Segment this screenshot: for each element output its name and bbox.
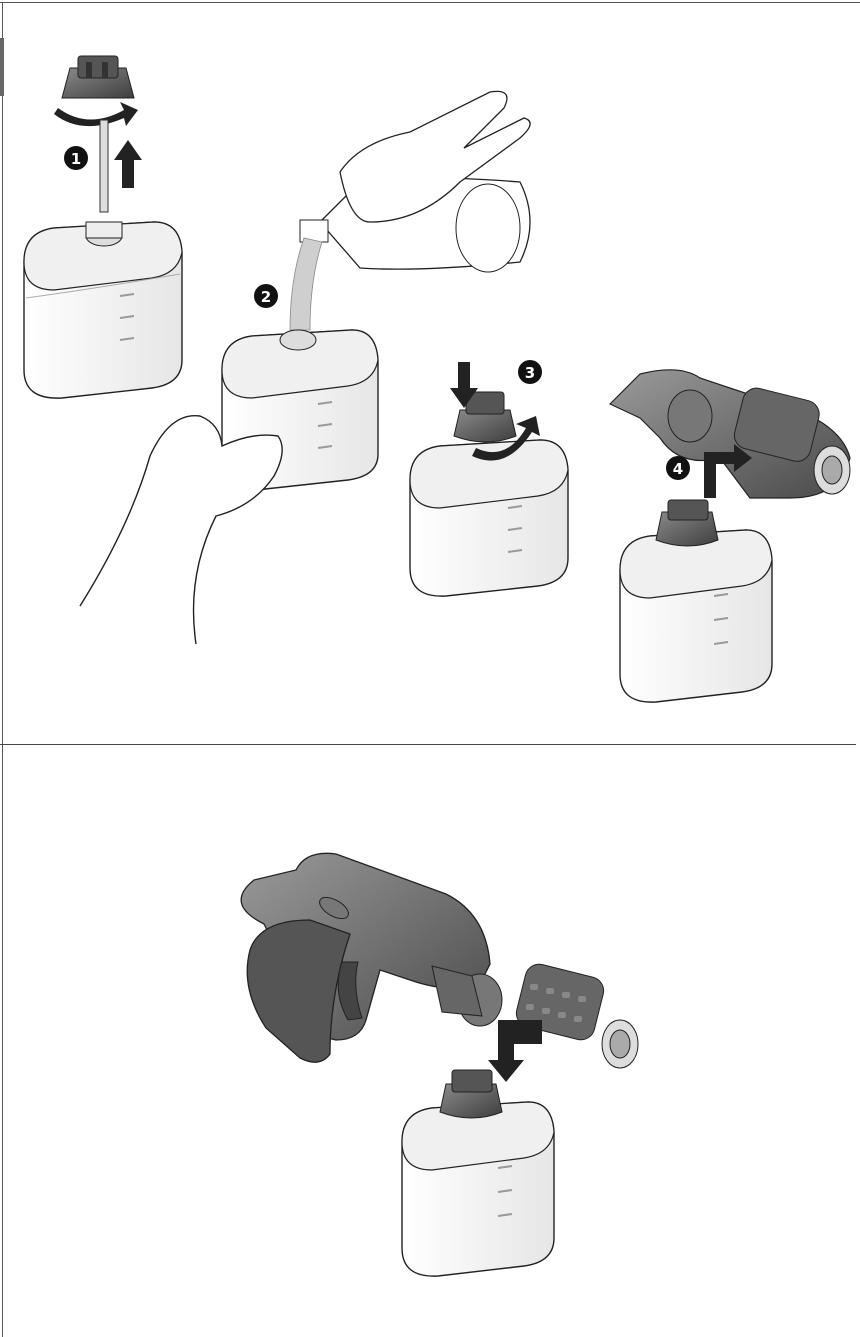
step3-badge — [518, 360, 542, 384]
fluid-tank — [23, 221, 183, 399]
attach-arrow-icon — [704, 444, 752, 498]
nozzle-attachment — [608, 369, 851, 499]
step1-badge — [64, 146, 88, 170]
page-frame-left — [2, 2, 3, 1337]
spray-gun-assembly — [240, 852, 639, 1277]
step3-number: 3 — [525, 364, 535, 382]
arrow-up-icon — [114, 140, 142, 188]
step4-badge — [666, 456, 690, 480]
step4-illustration: 4 — [608, 369, 851, 703]
pouring-bottle — [299, 90, 531, 273]
tank-stem — [99, 119, 109, 213]
page-edge-tab — [0, 38, 4, 96]
insert-arrow-icon — [488, 1010, 542, 1082]
attached-fluid-tank — [401, 1069, 555, 1277]
holding-hand — [79, 415, 283, 645]
removed-cap — [61, 55, 135, 99]
step1-illustration: 1 — [23, 55, 183, 399]
step2-number: 2 — [261, 288, 271, 306]
step2-badge — [254, 284, 278, 308]
closed-fluid-tank — [409, 439, 569, 597]
section-divider — [0, 744, 856, 745]
ready-fluid-tank — [619, 499, 773, 703]
step4-number: 4 — [673, 460, 683, 478]
nozzle-grip-ribs — [526, 984, 586, 1022]
step1-number: 1 — [71, 150, 81, 168]
step2-illustration: 2 — [79, 90, 531, 645]
rotate-cap-arrow-icon — [472, 416, 540, 461]
arrow-down-icon — [450, 362, 478, 408]
trigger — [337, 961, 363, 1021]
spray-gun-grip — [246, 919, 351, 1063]
rotate-arrow-icon — [54, 102, 138, 127]
page-frame-top — [0, 2, 860, 3]
step3-illustration: 3 — [409, 360, 569, 597]
pouring-stream — [289, 237, 323, 331]
